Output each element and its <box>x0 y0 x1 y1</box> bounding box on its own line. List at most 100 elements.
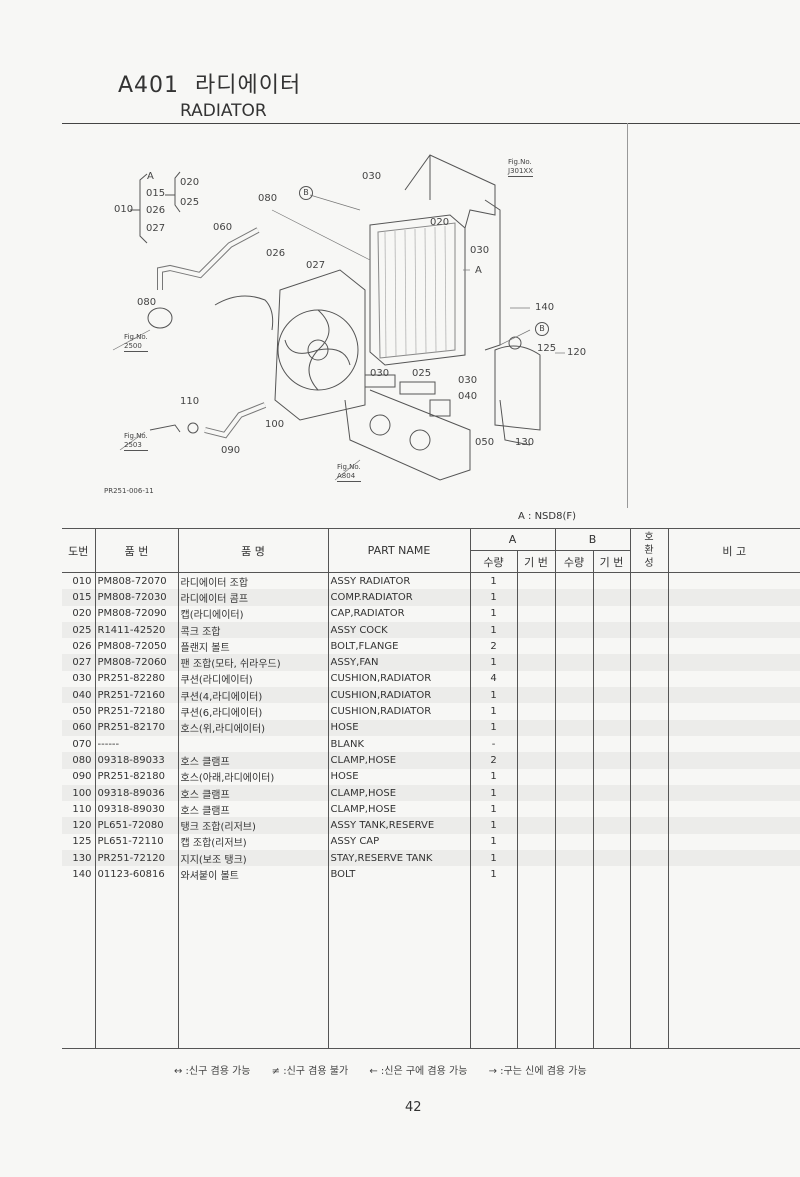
part-number: PR251-82180 <box>94 768 179 785</box>
remarks <box>667 670 800 688</box>
frame-bracket-drawing <box>404 154 501 351</box>
remarks <box>667 572 800 590</box>
compat <box>629 833 669 851</box>
qty-a: - <box>469 735 518 753</box>
qty-b <box>554 589 594 606</box>
part-name: CUSHION,RADIATOR <box>327 687 471 704</box>
code-b <box>592 752 631 769</box>
code-a <box>516 605 556 622</box>
qty-b <box>554 801 594 818</box>
page-title: A401 라디에이터 <box>118 74 301 98</box>
part-name: BOLT <box>327 866 471 883</box>
compat <box>629 735 669 753</box>
qty-a: 1 <box>469 801 518 818</box>
part-number: R1411-42520 <box>94 621 179 639</box>
part-number: PR251-72180 <box>94 703 179 720</box>
model-note: A : NSD8(F) <box>518 511 577 522</box>
compatibility-legend: ↔ :신구 겸용 가능 ≠ :신구 겸용 불가 ← :신은 구에 겸용 가능 →… <box>174 1066 605 1078</box>
part-number: PM808-72070 <box>94 572 179 590</box>
col-header-b-qty: 수량 <box>554 550 594 573</box>
code-b <box>592 735 631 753</box>
compat <box>629 850 669 867</box>
qty-b <box>554 735 594 753</box>
row-number: 130 <box>62 850 96 867</box>
part-name: BOLT,FLANGE <box>327 638 471 655</box>
row-number: 140 <box>62 866 96 883</box>
remarks <box>667 752 800 769</box>
remarks <box>667 817 800 834</box>
fan-shroud-drawing <box>274 269 366 421</box>
callout: 025 <box>412 368 432 379</box>
qty-a: 1 <box>469 605 518 622</box>
remarks <box>667 866 800 883</box>
col-header-a: A <box>469 528 556 551</box>
qty-b <box>554 654 594 671</box>
qty-b <box>554 703 594 720</box>
part-name: CLAMP,HOSE <box>327 752 471 769</box>
empty-cell <box>177 882 329 1049</box>
qty-a: 1 <box>469 784 518 802</box>
code-a <box>516 850 556 867</box>
code-b <box>592 866 631 883</box>
qty-a: 1 <box>469 621 518 639</box>
row-number: 125 <box>62 833 96 851</box>
col-header-remarks: 비 고 <box>667 528 800 573</box>
part-name-korean: 지지(보조 탱크) <box>177 850 329 867</box>
col-header-no: 도번 <box>62 528 96 573</box>
empty-cell <box>629 882 669 1049</box>
code-b <box>592 638 631 655</box>
remarks <box>667 605 800 622</box>
qty-a: 2 <box>469 752 518 769</box>
code-a <box>516 833 556 851</box>
qty-a: 4 <box>469 670 518 688</box>
col-header-part-name: PART NAME <box>327 528 471 573</box>
empty-cell <box>62 882 96 1049</box>
callout: A <box>475 265 482 276</box>
part-name: CUSHION,RADIATOR <box>327 703 471 720</box>
callout: 030 <box>470 245 490 256</box>
code-b <box>592 654 631 671</box>
remarks <box>667 703 800 720</box>
part-name-korean: 탱크 조합(리저브) <box>177 817 329 834</box>
qty-a: 1 <box>469 589 518 606</box>
part-name-korean: 플랜지 볼트 <box>177 638 329 655</box>
code-a <box>516 735 556 753</box>
row-number: 120 <box>62 817 96 834</box>
legend-item: ≠ :신구 겸용 불가 <box>271 1066 349 1077</box>
qty-b <box>554 670 594 688</box>
callout: 030 <box>362 171 382 182</box>
col-header-compat: 호 환 성 <box>629 528 669 573</box>
code-a <box>516 654 556 671</box>
exploded-diagram <box>112 154 565 481</box>
remarks <box>667 589 800 606</box>
compat <box>629 670 669 688</box>
row-number: 100 <box>62 784 96 802</box>
callout: 030 <box>370 368 390 379</box>
part-name-korean: 호스(아래,라디에이터) <box>177 768 329 785</box>
remarks <box>667 638 800 655</box>
title-english: RADIATOR <box>180 101 267 121</box>
code-b <box>592 605 631 622</box>
part-number: 01123-60816 <box>94 866 179 883</box>
qty-a: 1 <box>469 654 518 671</box>
remarks <box>667 784 800 802</box>
callout: 120 <box>567 347 587 358</box>
compat <box>629 687 669 704</box>
qty-a: 2 <box>469 638 518 655</box>
bracket-item: 020 <box>180 177 200 188</box>
part-name: BLANK <box>327 735 471 753</box>
compat <box>629 621 669 639</box>
row-number: 070 <box>62 735 96 753</box>
part-name-korean: 호스(위,라디에이터) <box>177 719 329 736</box>
qty-a: 1 <box>469 866 518 883</box>
code-b <box>592 572 631 590</box>
compat <box>629 817 669 834</box>
part-number: PM808-72060 <box>94 654 179 671</box>
empty-cell <box>327 882 471 1049</box>
compat <box>629 589 669 606</box>
